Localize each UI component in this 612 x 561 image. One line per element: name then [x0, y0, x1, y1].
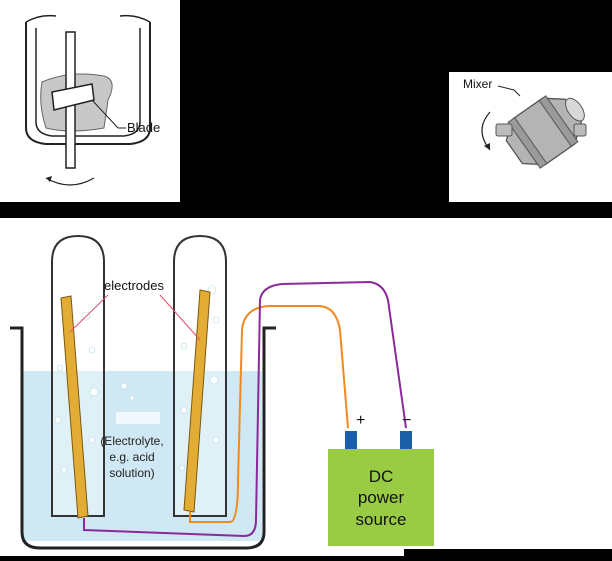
drum-band-left: [507, 116, 548, 169]
power-label-line-1: DC: [369, 467, 394, 486]
electrode-left: [60, 295, 89, 519]
wire-orange: [189, 305, 349, 523]
power-label-line-3: source: [355, 510, 406, 529]
electrodes-label: electrodes: [104, 278, 164, 293]
minus-sign: −: [402, 412, 411, 429]
bubble: [209, 375, 219, 385]
drum-mixer-panel: Mixer: [449, 72, 612, 202]
bubble: [54, 416, 62, 424]
beaker: [10, 326, 276, 550]
power-source-box: [328, 449, 434, 546]
bubble: [88, 436, 96, 444]
drum-rotation-arrow-head: [484, 143, 490, 150]
bubble: [89, 387, 99, 397]
electrolysis-panel: electrodes (Electrolyte, e.g. acid solut…: [0, 218, 612, 561]
power-label-line-2: power: [358, 488, 405, 507]
wire-purple: [83, 280, 407, 538]
blade-leader-line: [91, 99, 119, 129]
drum-axle-right: [573, 123, 587, 137]
bubble: [120, 382, 128, 390]
electrolyte-label-box: [116, 412, 160, 424]
bubble: [212, 436, 220, 444]
plus-sign: +: [356, 412, 365, 429]
bottom-right-band: [404, 549, 612, 561]
electrode-right: [183, 289, 211, 513]
mixer-blade: [51, 83, 95, 111]
mixer-label: Mixer: [463, 77, 492, 91]
vessel-outer-wall: [25, 22, 151, 145]
bubble: [180, 342, 188, 350]
electrodes-pointer-right: [159, 294, 201, 341]
rotation-arrow-head: [46, 176, 52, 182]
bubble: [212, 316, 220, 324]
electrodes-pointer-left: [69, 294, 109, 333]
drum-band-right: [538, 95, 579, 148]
electrolyte-label-line-2: e.g. acid: [109, 450, 154, 464]
mixer-leader-line: [497, 85, 521, 97]
electrolyte-liquid: [22, 371, 262, 541]
bubble: [61, 467, 67, 473]
drum-end-cap: [565, 97, 585, 122]
blade-label: Blade: [127, 120, 160, 135]
vessel-inner-wall: [35, 28, 141, 137]
terminal-positive: [345, 431, 357, 449]
electrolyte-label-line-3: solution): [109, 466, 154, 480]
bubble: [180, 406, 188, 414]
bubble: [56, 364, 64, 372]
terminal-negative: [400, 431, 412, 449]
bubble: [179, 465, 185, 471]
vessel-rim: [25, 14, 151, 23]
blade-mixer-panel: Blade: [0, 0, 180, 202]
drum-body: [505, 97, 583, 166]
drum-axle-left: [495, 123, 513, 137]
bottom-border: [0, 556, 612, 561]
bubble: [129, 395, 135, 401]
mixer-drum: [505, 95, 585, 169]
bubble: [88, 346, 96, 354]
electrolyte-label-line-1: (Electrolyte,: [100, 434, 163, 448]
